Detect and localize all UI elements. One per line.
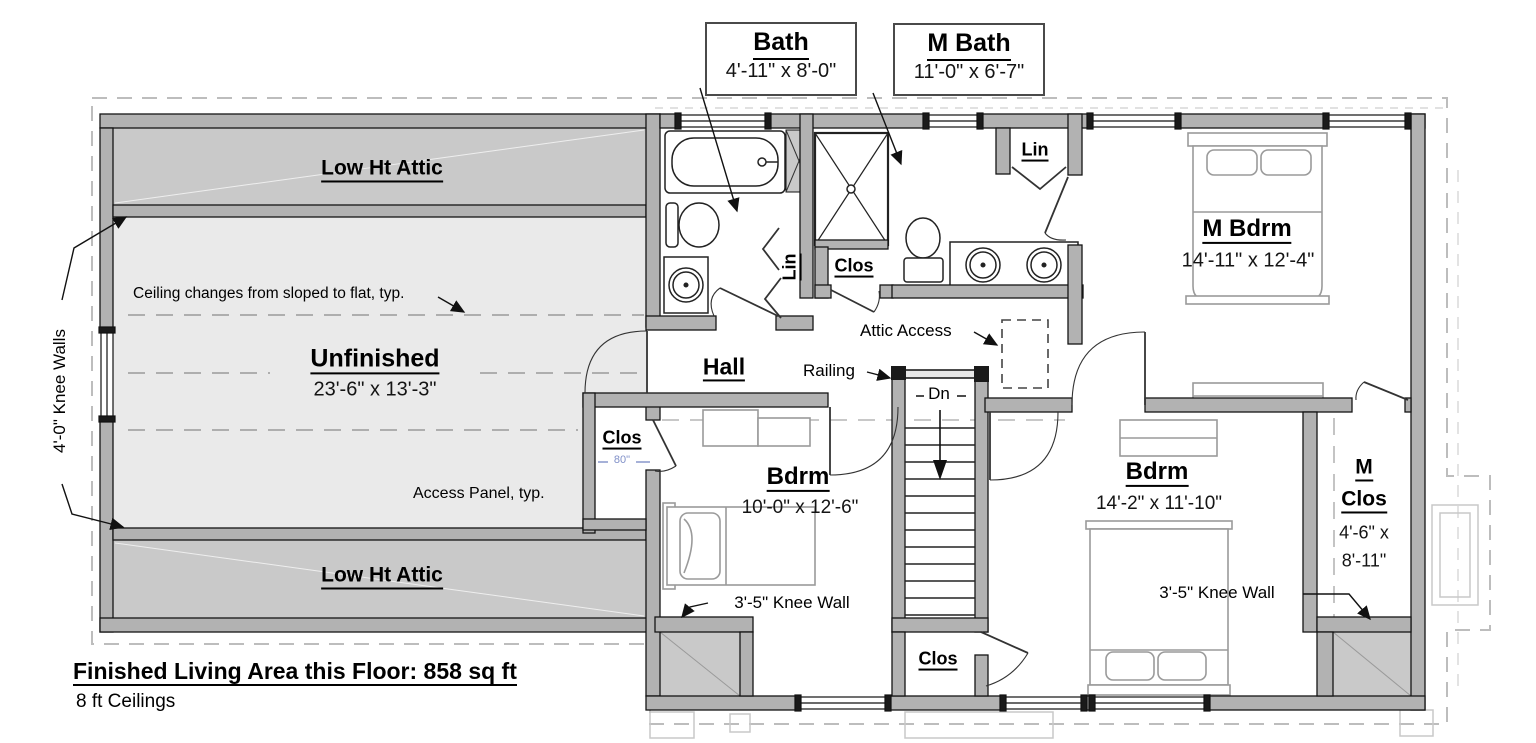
area-fills xyxy=(112,127,1412,697)
room-dims-bdrm-left: 10'-0" x 12'-6" xyxy=(741,497,859,519)
doors xyxy=(584,166,1409,687)
accordion-door xyxy=(763,277,782,319)
annotation-down: Dn xyxy=(928,384,950,404)
exterior-ghost-structures xyxy=(649,504,1479,739)
room-label-clos-left: Clos xyxy=(602,427,642,450)
annotation-knee-wall-left: 3'-5" Knee Wall xyxy=(734,593,850,613)
accordion-door xyxy=(761,227,780,271)
roof-overhang-outline xyxy=(91,97,1491,725)
bath-title-box: Bath 4'-11" x 8'-0" xyxy=(705,22,857,96)
stair-railing xyxy=(904,369,976,379)
room-label-bdrm-right: Bdrm xyxy=(1125,459,1189,488)
annotation-attic-access: Attic Access xyxy=(860,321,952,340)
windows xyxy=(98,112,1412,712)
footer-ceiling-height: 8 ft Ceilings xyxy=(76,691,176,712)
footer-living-area: Finished Living Area this Floor: 858 sq … xyxy=(73,659,517,687)
room-dims-bdrm-right: 14'-2" x 11'-10" xyxy=(1095,493,1223,515)
annotation-ceiling-change: Ceiling changes from sloped to flat, typ… xyxy=(133,285,405,302)
room-label-m-clos-line2: Clos xyxy=(1341,488,1387,514)
annotation-access-panel: Access Panel, typ. xyxy=(413,485,545,502)
annotation-knee-wall-right: 3'-5" Knee Wall xyxy=(1159,583,1275,603)
walls xyxy=(99,113,1426,711)
room-label-clos-bottom: Clos xyxy=(918,648,958,671)
room-label-lin-bath: Lin xyxy=(779,253,802,281)
room-dims-unfinished: 23'-6" x 13'-3" xyxy=(313,378,437,401)
room-dims-m-clos-line2: 8'-11" xyxy=(1341,550,1387,571)
bath-room-dims: 4'-11" x 8'-0" xyxy=(725,60,837,82)
clos-width-note: 80" xyxy=(613,454,631,467)
down-arrow xyxy=(933,460,947,480)
room-label-clos-shower: Clos xyxy=(834,255,874,278)
bedroom-furniture xyxy=(662,132,1330,696)
annotation-knee-walls-left: 4'-0" Knee Walls xyxy=(50,329,70,453)
annotation-railing: Railing xyxy=(803,361,855,380)
room-dims-m-bdrm: 14'-11" x 12'-4" xyxy=(1181,249,1315,272)
m-bath-room-name: M Bath xyxy=(927,29,1011,61)
room-label-low-ht-attic-top: Low Ht Attic xyxy=(321,157,443,183)
bifold-door xyxy=(1011,166,1067,191)
staircase xyxy=(891,366,989,616)
room-label-m-clos-line1: M xyxy=(1355,456,1373,482)
m-bath-room-dims: 11'-0" x 6'-7" xyxy=(913,61,1025,83)
room-dims-m-clos-line1: 4'-6" x xyxy=(1339,522,1389,543)
m-bath-title-box: M Bath 11'-0" x 6'-7" xyxy=(893,23,1045,96)
room-label-unfinished: Unfinished xyxy=(310,345,440,375)
leader-lines xyxy=(61,87,1371,621)
room-label-hall: Hall xyxy=(702,354,746,382)
room-label-low-ht-attic-bottom: Low Ht Attic xyxy=(321,564,443,590)
room-label-lin-top: Lin xyxy=(1021,139,1049,162)
bath-fixtures xyxy=(663,130,1079,314)
room-label-m-bdrm: M Bdrm xyxy=(1202,216,1292,245)
attic-access-hatch xyxy=(1001,319,1049,389)
room-label-bdrm-left: Bdrm xyxy=(766,464,830,493)
bath-room-name: Bath xyxy=(753,28,809,60)
